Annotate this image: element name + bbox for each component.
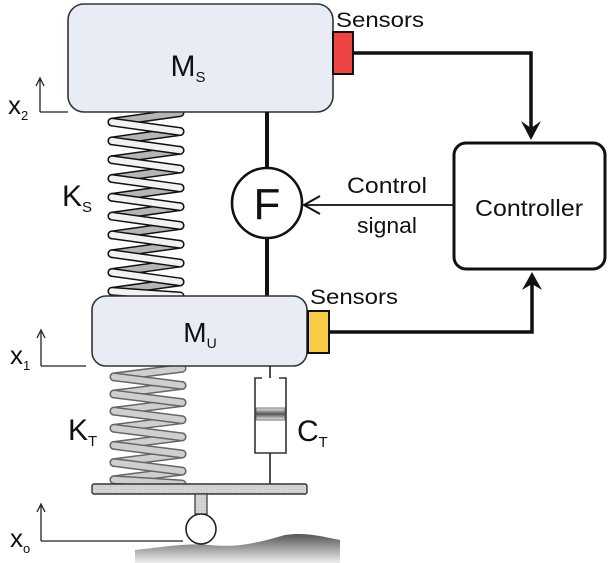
sprung-mass — [67, 3, 334, 113]
x0-label: xo — [10, 523, 30, 556]
tire-damper — [254, 366, 287, 484]
spring-coil-front — [109, 250, 183, 267]
sprung-mass-label: MS — [170, 50, 205, 86]
spring-coil-front — [111, 459, 185, 475]
bottom-sensor-label: Sensors — [310, 286, 398, 309]
top-sensor-signal-line — [353, 51, 533, 134]
actuator-force — [230, 166, 304, 240]
spring-coil-front — [111, 391, 185, 406]
control-signal-label-line2: signal — [357, 213, 417, 238]
spring-coil-front — [111, 373, 185, 389]
x2-displacement-axis — [35, 76, 68, 113]
spring-coil-front — [111, 425, 185, 440]
spring-coil-front — [111, 476, 185, 487]
bottom-sensor — [307, 310, 330, 354]
spring-coil-front — [111, 408, 185, 423]
bottom-sensor-signal-line — [329, 284, 534, 334]
spring-coil-front — [109, 231, 183, 248]
top-sensor-label: Sensors — [336, 9, 424, 32]
arrow-to-controller-icon — [521, 121, 541, 140]
suspension-spring — [107, 108, 185, 301]
unsprung-mass-label: MU — [183, 317, 216, 351]
spring-coil-front — [109, 175, 183, 191]
arrow-to-controller-bottom-icon — [522, 272, 542, 290]
spring-coil-front — [109, 119, 183, 135]
tire-wheel — [185, 513, 217, 545]
wheel-stem — [194, 493, 208, 515]
controller-label: Controller — [475, 195, 583, 221]
spring-coil-front — [109, 137, 183, 154]
controller-box — [452, 141, 607, 271]
spring-coil-front — [111, 442, 185, 457]
x0-displacement-axis — [36, 502, 183, 542]
spring-coil-front — [109, 213, 183, 229]
x1-label: x1 — [10, 340, 30, 373]
suspension-spring-label: KS — [62, 180, 92, 216]
top-sensor — [332, 31, 354, 75]
control-signal-label-line1: Control — [347, 173, 427, 198]
x2-label: x2 — [8, 90, 28, 123]
spring-coil-front — [109, 194, 183, 210]
control-signal-arrow-icon — [301, 195, 321, 215]
damper-label: CT — [297, 415, 328, 451]
x1-displacement-axis — [36, 328, 86, 367]
actuator-label: F — [254, 180, 281, 229]
tire-spring — [109, 363, 187, 489]
spring-coil-front — [109, 156, 183, 173]
wheel-plate — [91, 483, 308, 495]
road-surface — [135, 533, 340, 563]
spring-coil-front — [109, 269, 183, 285]
tire-spring-label: KT — [68, 414, 97, 450]
